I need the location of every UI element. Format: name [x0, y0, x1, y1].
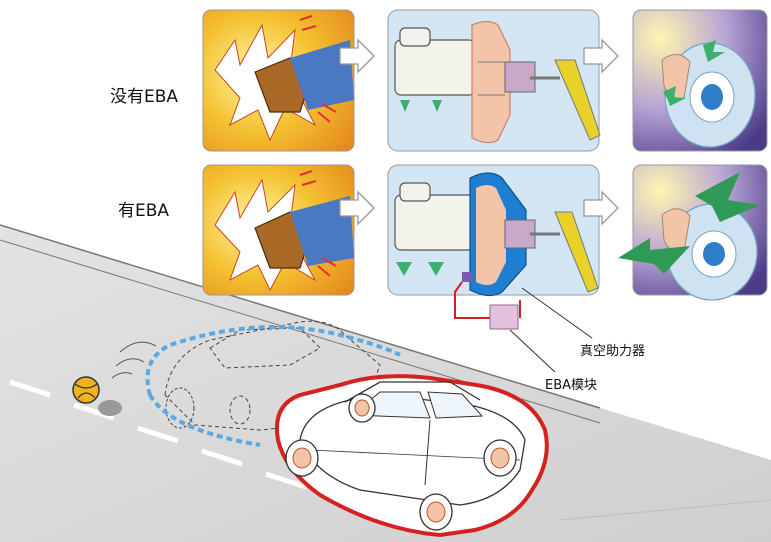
car-with-eba — [275, 374, 549, 538]
wheel-icon — [419, 493, 453, 531]
arrow-right-icon — [583, 190, 619, 226]
hydraulic-line — [454, 281, 496, 319]
trajectory-line — [145, 325, 401, 396]
brake-disc-panel — [618, 164, 768, 301]
brake-disc-panel — [632, 9, 768, 152]
wheel-icon — [348, 393, 376, 423]
green-arrow-icon — [703, 40, 725, 62]
wheel-icon — [483, 439, 517, 477]
eba-module-box — [489, 304, 519, 330]
row-label-with-eba: 有EBA — [118, 201, 170, 221]
green-arrow-icon — [663, 86, 686, 106]
callout-line-module — [509, 329, 556, 373]
arrow-right-icon — [339, 38, 375, 74]
row-label-without-eba: 没有EBA — [110, 87, 179, 107]
foot-pressing-pedal-panel — [202, 9, 355, 152]
ghost-car-without-eba — [164, 320, 381, 431]
arrow-right-icon — [339, 190, 375, 226]
callout-eba-module: EBA模块 — [545, 378, 598, 393]
arrow-right-icon — [583, 38, 619, 74]
wheel-icon — [285, 439, 319, 477]
foot-pressing-pedal-panel — [202, 164, 355, 296]
row-without-eba — [202, 9, 768, 152]
brake-booster-panel — [387, 9, 601, 152]
callout-vacuum-booster: 真空助力器 — [580, 344, 646, 359]
brake-booster-panel — [387, 164, 600, 297]
row-with-eba — [202, 164, 768, 330]
ball-icon — [72, 341, 157, 416]
callout-line-booster — [521, 287, 593, 339]
trajectory-line-lower — [148, 393, 261, 447]
green-arrow-icon — [695, 172, 760, 222]
green-arrow-icon — [618, 238, 690, 274]
